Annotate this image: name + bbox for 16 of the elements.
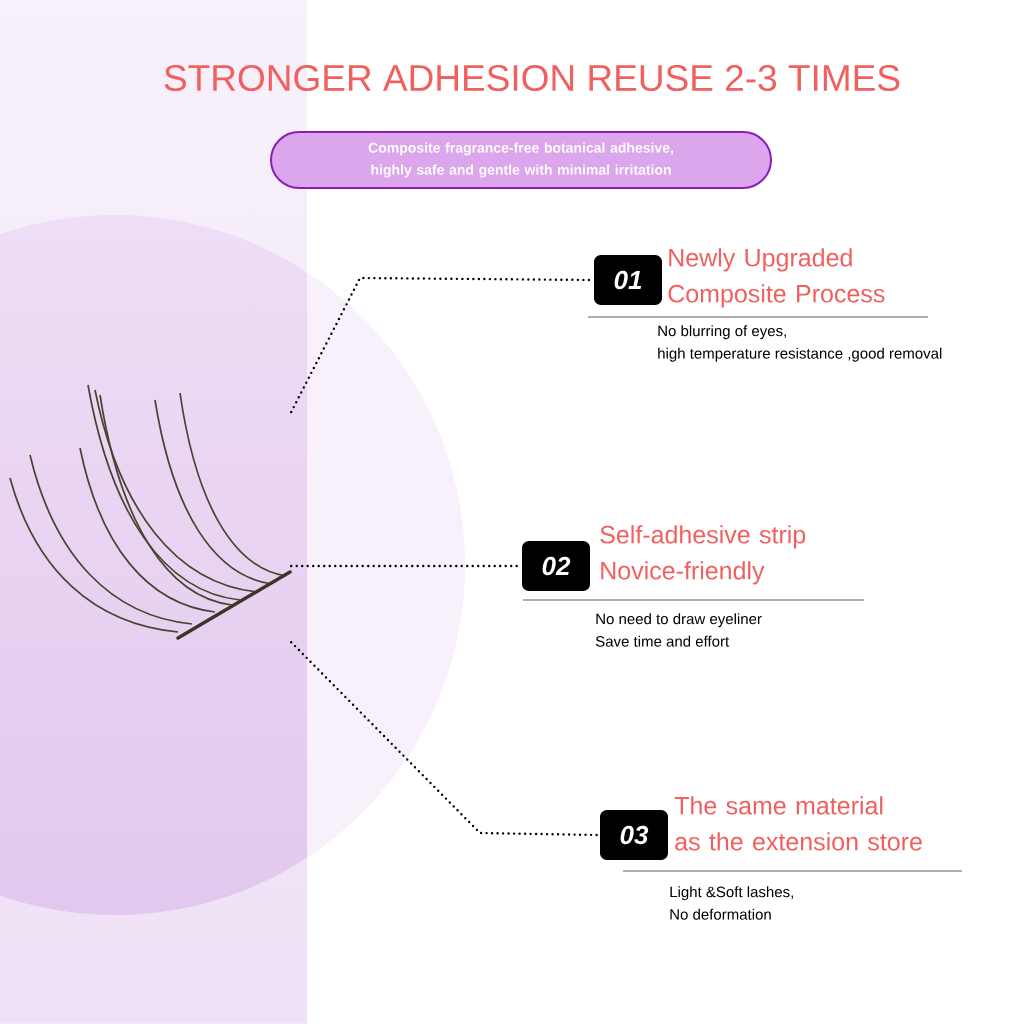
number-badge: 02 (522, 541, 590, 591)
feature-heading: Self-adhesive strip Novice-friendly (600, 525, 806, 585)
feature-text: Save time and effort (595, 635, 730, 647)
feature-text: high temperature resistance ,good removal (658, 347, 942, 362)
title: STRONGER ADHESION REUSE 2-3 TIMES (164, 64, 900, 92)
eyelash-drawing (9, 384, 292, 640)
number-badge: 01 (594, 255, 662, 305)
feature-text: No blurring of eyes, (658, 325, 786, 340)
banner-pill: Composite fragrance-free botanical adhesive, highly safe and gentle with minimal irritation (270, 131, 772, 189)
leader-line (290, 641, 601, 837)
feature-text: No deformation (670, 908, 771, 920)
feature-heading: The same material as the extension store (674, 796, 922, 851)
feature-text: No need to draw eyeliner (596, 613, 762, 628)
feature-heading: Newly Upgraded Composite Process (668, 248, 885, 308)
number-badge: 03 (600, 810, 668, 860)
feature-text: Light &Soft lashes, (670, 886, 793, 901)
